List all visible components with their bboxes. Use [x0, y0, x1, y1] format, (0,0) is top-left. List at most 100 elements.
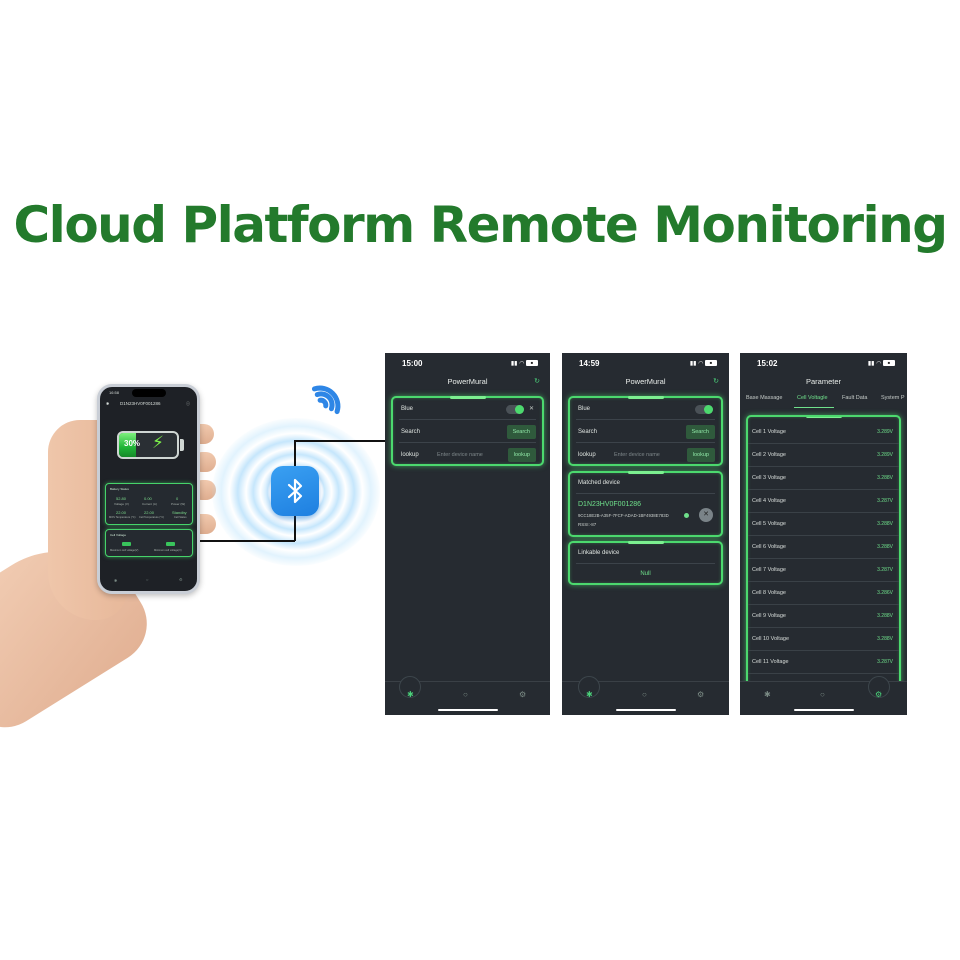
metric-label: Current (A) [142, 502, 157, 506]
lookup-input[interactable]: Enter device name [614, 452, 660, 458]
bluetooth-toggle[interactable] [695, 405, 713, 414]
phone-bluetooth-icon[interactable]: ✱ [106, 401, 110, 406]
bluetooth-nav-icon[interactable]: ✱ [764, 690, 771, 699]
home-indicator [615, 709, 676, 711]
connector-line [294, 440, 386, 442]
search-button[interactable]: Search [506, 425, 536, 439]
bottom-nav: ✱ ○ ⚙ [562, 676, 729, 715]
home-indicator [437, 709, 498, 711]
cell-voltage-card: Cell Voltage Maximum cell voltage(V) Min… [105, 529, 193, 557]
connected-dot [684, 513, 689, 518]
phone-device-id: D1N23HV0F001286 [120, 401, 161, 406]
tab-cell-voltage[interactable]: Cell Voltagle [797, 395, 828, 401]
cell-voltage-name: Cell 4 Voltage [752, 498, 786, 504]
lookup-label: lookup [401, 452, 419, 458]
metric-value: 0.00 [144, 496, 152, 501]
linkable-device-title: Linkable device [578, 550, 620, 556]
tab-base-message[interactable]: Base Massage [746, 395, 783, 401]
min-cell-label: Minimum cell voltage(V) [154, 549, 182, 552]
row-divider [399, 419, 536, 420]
refresh-icon[interactable]: ↻ [713, 378, 719, 385]
card-notch [627, 541, 664, 544]
bluetooth-toggle[interactable] [506, 405, 524, 414]
phone-nav-home-icon[interactable]: ○ [146, 577, 149, 582]
disconnect-button[interactable]: ✕ [699, 508, 713, 522]
matched-device-uuid: 9CC18E2B-A35F-7FCF-ADAD-1BF4938E783D [578, 513, 669, 518]
circle-home-icon[interactable]: ○ [820, 690, 825, 699]
phone-nav-gear-icon[interactable]: ⚙ [179, 577, 183, 582]
cell-voltage-name: Cell 6 Voltage [752, 544, 786, 550]
bluetooth-nav-icon[interactable]: ✱ [407, 690, 414, 699]
status-time: 14:59 [579, 359, 600, 368]
cell-voltage-name: Cell 11 Voltage [752, 659, 789, 665]
card-notch [805, 417, 842, 418]
battery-graphic [117, 431, 179, 459]
metric-value: 52.80 [116, 496, 127, 501]
row-divider [576, 419, 715, 420]
circle-home-icon[interactable]: ○ [642, 690, 647, 699]
battery-percent: 30% [124, 439, 141, 448]
tab-system-params[interactable]: System P [881, 395, 905, 401]
tab-fault-data[interactable]: Fault Data [842, 395, 868, 401]
search-button[interactable]: Search [685, 425, 715, 439]
battery-status-card: Battery Status 52.80 Voltage (V) 0.00 Cu… [105, 483, 193, 525]
lookup-button[interactable]: lookup [686, 448, 715, 462]
cell-voltage-row: Cell 3 Voltage 3.288V [748, 467, 899, 490]
card-notch [449, 396, 486, 399]
gear-icon[interactable]: ⚙ [519, 690, 527, 699]
connector-line [200, 540, 295, 542]
close-icon[interactable]: ✕ [528, 406, 534, 412]
row-divider [576, 563, 715, 564]
bottom-nav: ✱ ○ ⚙ [740, 676, 907, 715]
phone-nav-bluetooth-icon[interactable]: ✱ [114, 578, 118, 583]
bluetooth-nav-icon[interactable]: ✱ [586, 690, 593, 699]
bluetooth-glyph [287, 478, 303, 504]
cell-voltage-name: Cell 3 Voltage [752, 475, 786, 481]
gear-icon[interactable]: ⚙ [697, 690, 705, 699]
status-battery-icon: ■ [883, 360, 895, 367]
gear-icon[interactable]: ⚙ [875, 690, 883, 699]
linkable-empty: Null [640, 571, 651, 577]
bluetooth-controls-card: Blue Search Search lookup Enter device n… [568, 396, 723, 466]
row-divider [576, 442, 715, 443]
headline: Cloud Platform Remote Monitoring [13, 196, 948, 254]
phone-notch [132, 389, 166, 397]
wifi-signal-icon [311, 385, 341, 415]
cell-voltage-name: Cell 10 Voltage [752, 636, 789, 642]
lookup-button[interactable]: lookup [507, 448, 536, 462]
cell-voltage-value: 3.289V [877, 429, 893, 435]
refresh-icon[interactable]: ↻ [534, 378, 540, 385]
matched-device-name[interactable]: D1N23HV0F001286 [578, 501, 642, 508]
phone-info-icon[interactable]: ⓘ [186, 401, 190, 406]
metric-label: MOS Temperature (°C) [109, 516, 136, 519]
lookup-label: lookup [578, 452, 596, 458]
cell-voltage-value: 3.288V [877, 544, 893, 550]
cell-voltage-value: 3.289V [877, 452, 893, 458]
lookup-input[interactable]: Enter device name [437, 452, 483, 458]
lightning-icon: ⚡ [152, 433, 164, 452]
battery-cap [180, 439, 184, 451]
battery-status-title: Battery Status [110, 487, 129, 491]
metric-label: Cell Temperature (°C) [139, 516, 165, 519]
matched-device-rssi: RSSI:-87 [578, 522, 597, 527]
app-title: PowerMural [625, 377, 666, 386]
circle-home-icon[interactable]: ○ [463, 690, 468, 699]
status-icons: ▮▮ ◠ ■ [868, 360, 895, 367]
cell-voltage-name: Cell 5 Voltage [752, 521, 786, 527]
cell-voltage-value: 3.288V [877, 475, 893, 481]
max-cell-label: Maximum cell voltage(V) [110, 549, 139, 552]
search-label: Search [578, 429, 598, 435]
screen-matched-device: 14:59 ▮▮ ◠ ■ PowerMural ↻ Blue Search Se… [562, 353, 729, 715]
app-title: PowerMural [447, 377, 488, 386]
card-notch [627, 471, 664, 474]
phone-time: 16:58 [109, 390, 120, 395]
min-cell-pill [166, 542, 175, 546]
screen-bluetooth-search: 15:00 ▮▮ ◠ ■ PowerMural ↻ Blue ✕ Search … [385, 353, 550, 715]
cell-voltage-title: Cell Voltage [110, 533, 127, 537]
